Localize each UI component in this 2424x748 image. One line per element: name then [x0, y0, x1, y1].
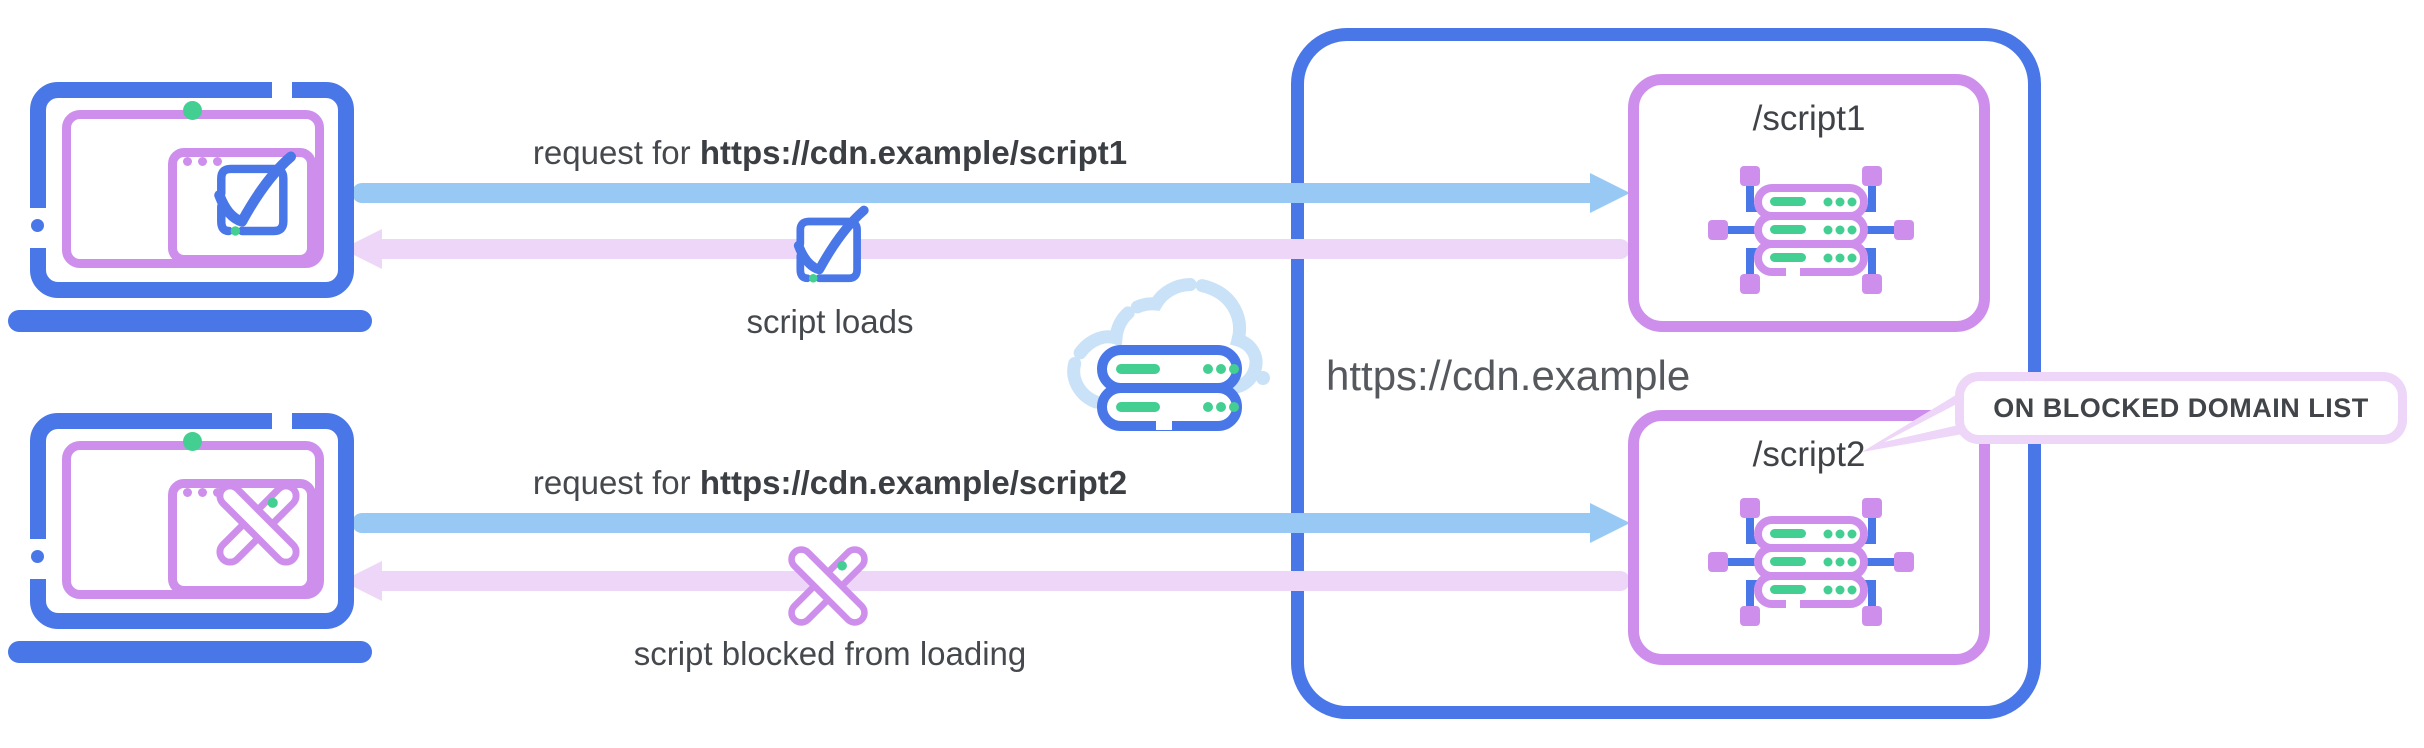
laptop1-browser-dot3	[213, 157, 222, 166]
cdn-domain-label: https://cdn.example	[1326, 352, 1691, 399]
request-arrow-script2	[352, 513, 1592, 533]
response-arrow-script1	[380, 239, 1630, 259]
request-label-script1: request for https://cdn.example/script1	[380, 134, 1280, 172]
server-network-icon	[1708, 498, 1914, 626]
request-label-script2: request for https://cdn.example/script2	[380, 464, 1280, 502]
request-url-1: https://cdn.example/script1	[699, 134, 1128, 171]
request-arrowhead-script2	[1590, 503, 1630, 543]
request-arrow-script1	[352, 183, 1592, 203]
endpoint-label-script1: /script1	[1752, 99, 1866, 138]
laptop2-frame-dot	[31, 550, 44, 563]
server-network-icon	[1708, 166, 1914, 294]
cloud-server-icon	[1067, 278, 1270, 431]
laptop2-browser-dot2	[198, 488, 207, 497]
check-square-icon	[214, 151, 297, 236]
laptop1-browser-dot1	[183, 157, 192, 166]
laptop1-base	[8, 310, 372, 332]
laptop2-frame-gap-top	[272, 409, 292, 433]
check-square-icon	[793, 205, 869, 283]
callout-tail	[1862, 384, 1974, 452]
result-label-script1: script loads	[746, 303, 914, 340]
request-url-2: https://cdn.example/script2	[699, 464, 1128, 501]
laptop2-camera-dot	[183, 432, 202, 451]
laptop2-browser-dot1	[183, 488, 192, 497]
laptop1-browser-dot2	[198, 157, 207, 166]
request-arrowhead-script1	[1590, 173, 1630, 213]
endpoint-label-script2: /script2	[1752, 435, 1866, 474]
laptop1-camera-dot	[183, 101, 202, 120]
response-arrow-script2	[380, 571, 1630, 591]
blocked-domain-callout-label: ON BLOCKED DOMAIN LIST	[1993, 392, 2369, 423]
result-label-script2: script blocked from loading	[633, 635, 1027, 672]
laptop1-frame-gap-top	[272, 78, 292, 102]
laptop1-frame-dot	[31, 219, 44, 232]
request-prefix-1: request for	[532, 134, 700, 171]
cross-icon	[216, 482, 300, 566]
blocked-domain-callout: ON BLOCKED DOMAIN LIST	[1955, 372, 2407, 444]
laptop2-base	[8, 641, 372, 663]
cross-icon	[788, 546, 868, 626]
request-prefix-2: request for	[532, 464, 700, 501]
